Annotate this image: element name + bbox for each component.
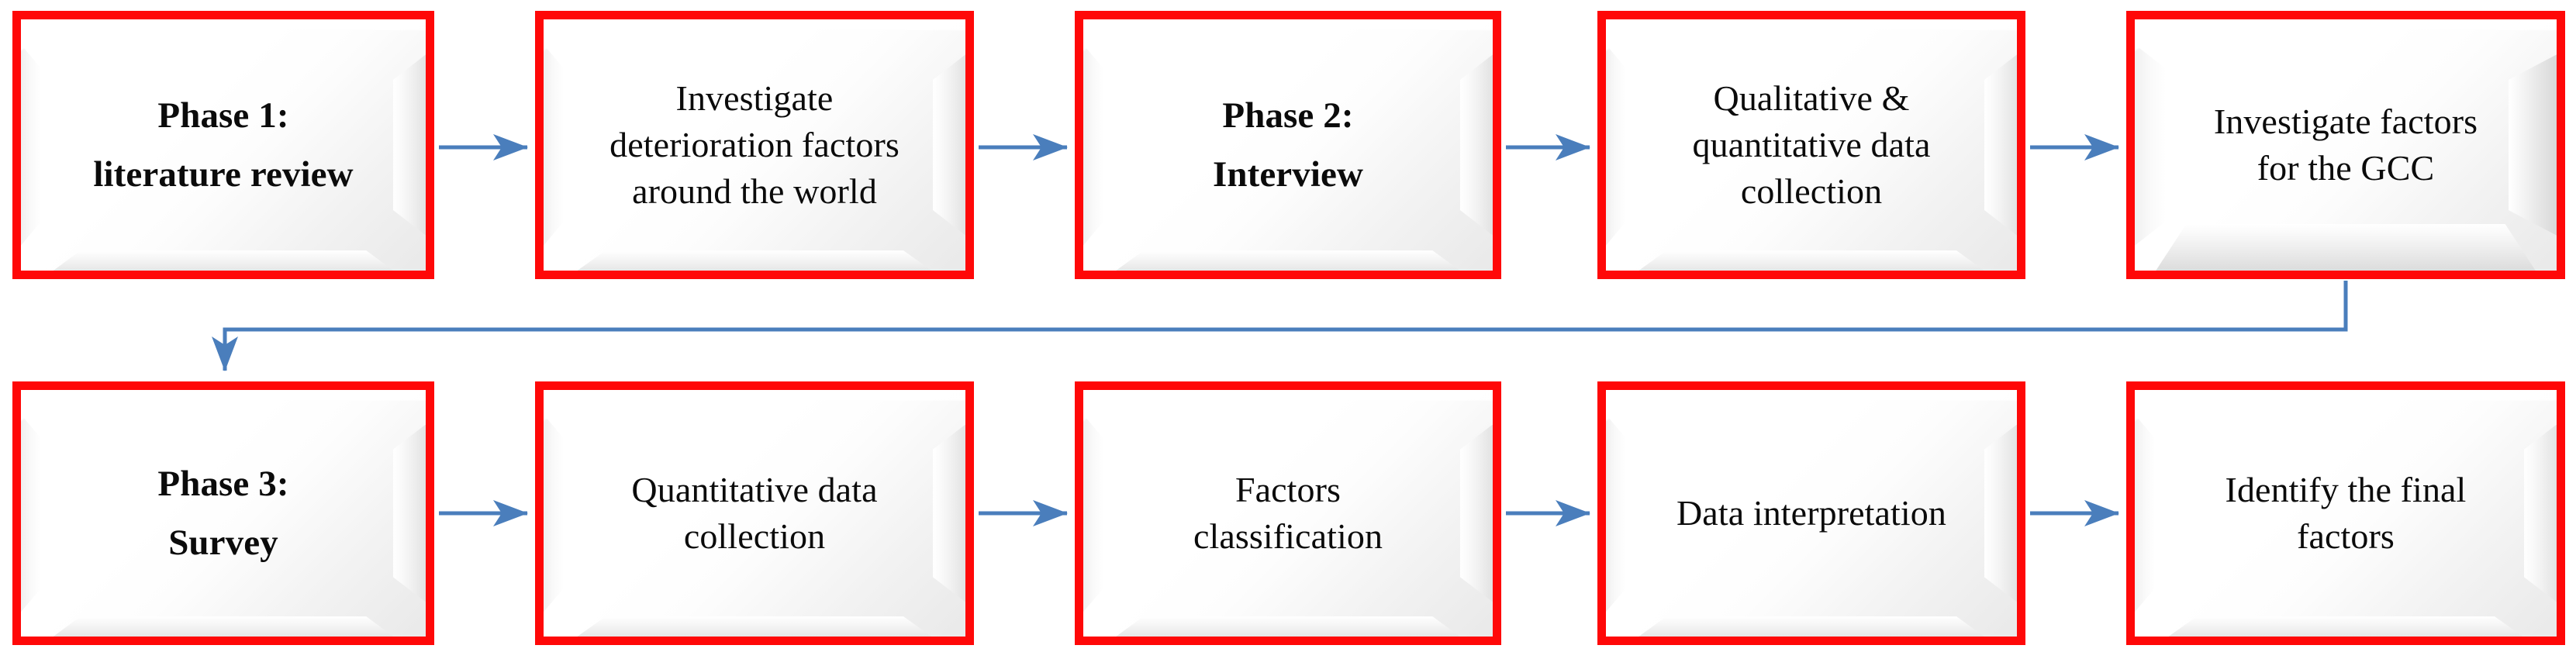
node-label: Data interpretation (1676, 493, 1947, 533)
node-data-interpretation[interactable]: Data interpretation (1597, 381, 2025, 645)
node-phase-1-literature-review[interactable]: Phase 1: literature review (12, 11, 434, 279)
node-identify-the-final-factors[interactable]: Identify the final factors (2126, 381, 2565, 645)
node-label: Phase 3: Survey (157, 463, 289, 563)
node-investigate-factors-for-the-gcc[interactable]: Investigate factors for the GCC (2126, 11, 2565, 279)
node-quantitative-data-collection[interactable]: Quantitative data collection (535, 381, 974, 645)
node-label: Investigate factors for the GCC (2213, 102, 2478, 188)
node-qualitative-quantitative-data-collection[interactable]: Qualitative & quantitative data collecti… (1597, 11, 2025, 279)
node-label: Phase 1: literature review (93, 95, 354, 195)
node-label: Identify the final factors (2225, 470, 2467, 556)
arrow-5-to-6-elbow (212, 281, 2348, 372)
node-label: Quantitative data collection (631, 470, 878, 556)
node-label: Qualitative & quantitative data collecti… (1692, 78, 1931, 211)
node-label: Phase 2: Interview (1212, 95, 1364, 195)
node-label: Investigate deterioration factors around… (609, 78, 900, 211)
node-label: Factors classification (1193, 470, 1383, 556)
node-investigate-deterioration-factors[interactable]: Investigate deterioration factors around… (535, 11, 974, 279)
node-phase-3-survey[interactable]: Phase 3: Survey (12, 381, 434, 645)
node-factors-classification[interactable]: Factors classification (1075, 381, 1501, 645)
node-phase-2-interview[interactable]: Phase 2: Interview (1075, 11, 1501, 279)
